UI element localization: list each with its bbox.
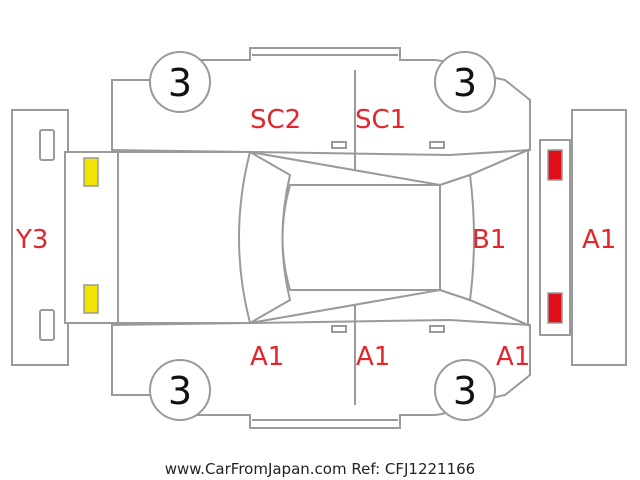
tyre-front-right: 3 bbox=[434, 359, 496, 421]
tyre-rear-right-grade: 3 bbox=[168, 369, 192, 413]
footer-watermark: www.CarFromJapan.com Ref: CFJ1221166 bbox=[165, 460, 475, 478]
rear-lamps bbox=[83, 157, 99, 314]
mark-rear-bumper: Y3 bbox=[15, 225, 48, 255]
tyre-rear-left: 3 bbox=[149, 51, 211, 113]
mark-top-front-door: SC1 bbox=[355, 105, 406, 135]
front-lamps bbox=[539, 139, 571, 336]
car-body-top-view bbox=[64, 148, 529, 327]
front-bumper bbox=[571, 109, 627, 366]
front-lamp-top bbox=[547, 149, 563, 181]
tyre-front-left-grade: 3 bbox=[453, 61, 477, 105]
rear-lamp-bottom bbox=[83, 284, 99, 314]
rear-lamp-top bbox=[83, 157, 99, 187]
mark-front-bumper: A1 bbox=[582, 225, 616, 255]
mark-bottom-rear-door: A1 bbox=[250, 342, 284, 372]
tyre-front-left: 3 bbox=[434, 51, 496, 113]
mark-bottom-front-door: A1 bbox=[356, 342, 390, 372]
mark-top-rear-door: SC2 bbox=[250, 105, 301, 135]
tyre-rear-right: 3 bbox=[149, 359, 211, 421]
rear-bumper bbox=[11, 109, 69, 366]
front-lamp-bottom bbox=[547, 292, 563, 324]
tyre-front-right-grade: 3 bbox=[453, 369, 477, 413]
mark-bonnet: B1 bbox=[472, 225, 506, 255]
mark-bottom-front-fender: A1 bbox=[496, 342, 530, 372]
tyre-rear-left-grade: 3 bbox=[168, 61, 192, 105]
